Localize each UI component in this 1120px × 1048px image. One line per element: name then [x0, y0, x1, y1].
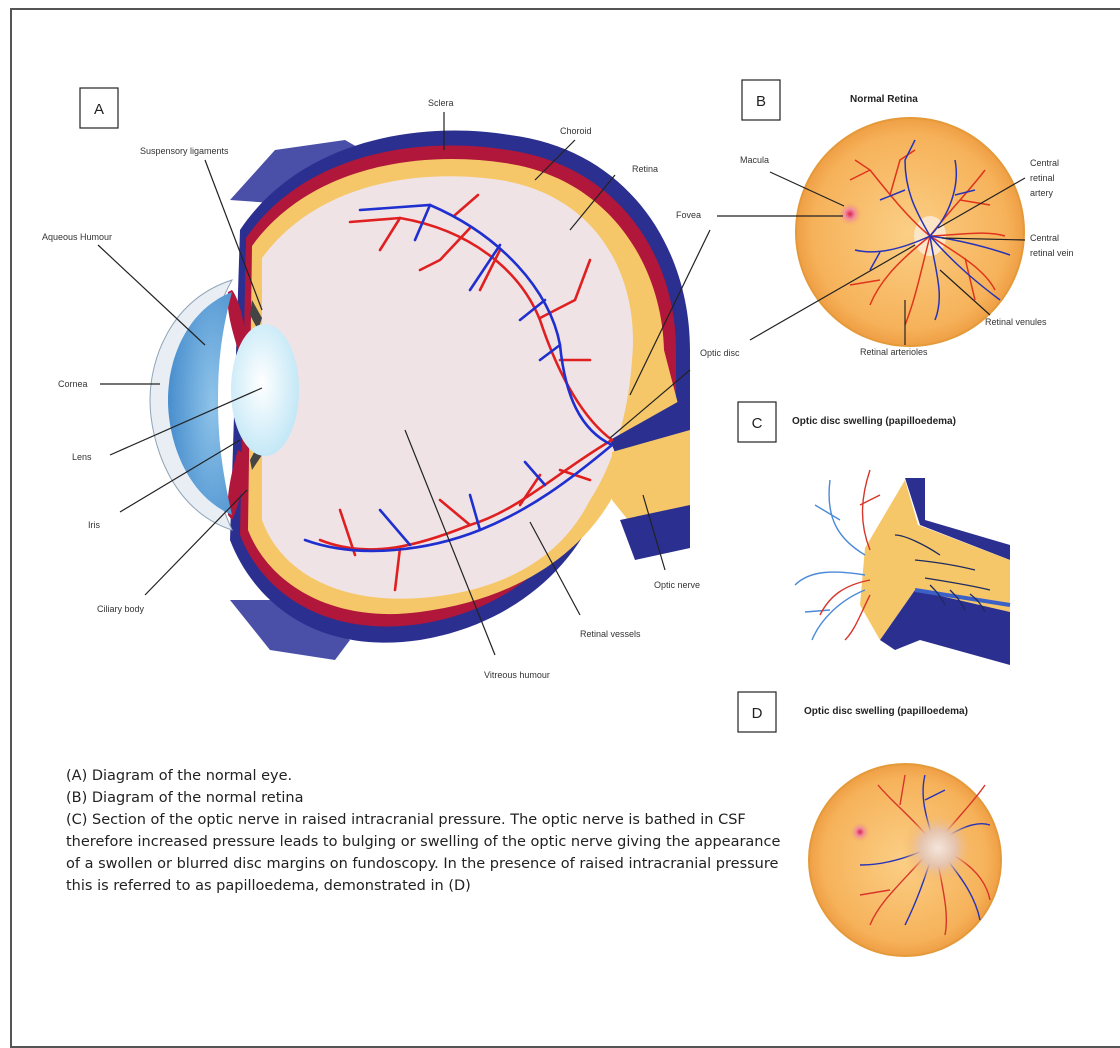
panel-b-title: Normal Retina: [850, 94, 918, 105]
panel-a: A: [42, 88, 740, 680]
label-optic-disc: Optic disc: [700, 348, 740, 358]
caption-c: (C) Section of the optic nerve in raised…: [66, 809, 786, 897]
panel-c: C Optic disc swelling (papilloedema): [738, 402, 1010, 665]
caption-b: (B) Diagram of the normal retina: [66, 787, 786, 809]
label-retinal-venules: Retinal venules: [985, 317, 1047, 327]
label-retinal-arterioles: Retinal arterioles: [860, 347, 928, 357]
label-optic-nerve: Optic nerve: [654, 580, 700, 590]
label-vitreous-humour: Vitreous humour: [484, 670, 550, 680]
label-crv-2: retinal vein: [1030, 248, 1074, 258]
panel-c-title: Optic disc swelling (papilloedema): [792, 416, 956, 427]
label-retina: Retina: [632, 164, 658, 174]
macula-spot-d: [850, 822, 870, 842]
label-iris: Iris: [88, 520, 100, 530]
panel-d-title: Optic disc swelling (papilloedema): [804, 706, 968, 717]
label-cornea: Cornea: [58, 379, 88, 389]
label-crv-1: Central: [1030, 233, 1059, 243]
panel-c-letter: C: [752, 415, 763, 432]
label-aqueous-humour: Aqueous Humour: [42, 232, 112, 242]
panel-c-veins: [795, 480, 865, 640]
caption-a: (A) Diagram of the normal eye.: [66, 765, 786, 787]
label-macula: Macula: [740, 155, 769, 165]
lens: [231, 324, 299, 456]
label-choroid: Choroid: [560, 126, 592, 136]
label-suspensory-ligaments: Suspensory ligaments: [140, 146, 229, 156]
label-lens: Lens: [72, 452, 92, 462]
label-fovea: Fovea: [676, 210, 701, 220]
label-cra-1: Central: [1030, 158, 1059, 168]
label-ciliary-body: Ciliary body: [97, 604, 145, 614]
swollen-disc: [902, 812, 974, 884]
macula-spot: [838, 202, 862, 226]
panel-b-letter: B: [756, 93, 766, 110]
label-sclera: Sclera: [428, 98, 454, 108]
caption: (A) Diagram of the normal eye. (B) Diagr…: [66, 765, 786, 897]
label-cra-2: retinal: [1030, 173, 1055, 183]
panel-d-letter: D: [752, 705, 763, 722]
panel-b: B Normal Retina: [717, 80, 1074, 357]
panel-a-letter: A: [94, 101, 104, 118]
label-retinal-vessels: Retinal vessels: [580, 629, 641, 639]
label-cra-3: artery: [1030, 188, 1054, 198]
